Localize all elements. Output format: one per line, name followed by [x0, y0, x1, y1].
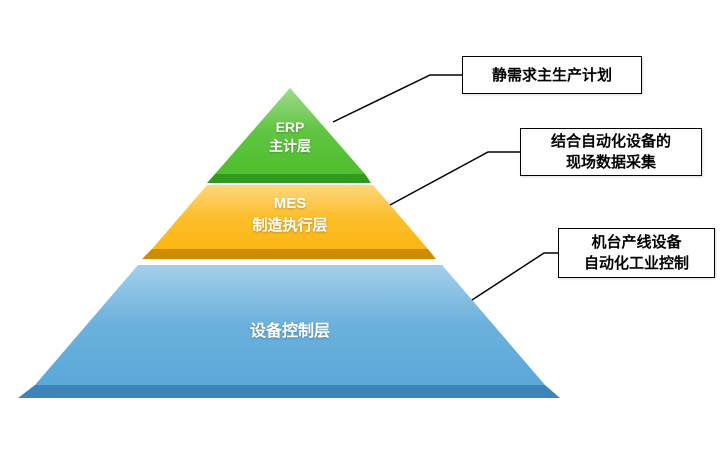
- mes-layer-shine: [152, 185, 428, 249]
- callout-box-device: 机台产线设备 自动化工业控制: [558, 228, 715, 278]
- callout-erp-line1: 静需求主生产计划: [491, 66, 612, 84]
- erp-layer-lip: [207, 174, 371, 183]
- callout-device-line2: 自动化工业控制: [583, 255, 689, 272]
- callout-mes-line2: 现场数据采集: [565, 154, 656, 171]
- mes-layer-lip: [142, 249, 436, 259]
- device-layer-lip: [18, 385, 560, 398]
- erp-layer-shine: [215, 88, 365, 174]
- callout-mes-line1: 结合自动化设备的: [550, 133, 671, 150]
- connector-line-device: [471, 252, 558, 301]
- connector-line-erp: [332, 74, 462, 123]
- callout-box-erp: 静需求主生产计划: [462, 56, 642, 94]
- callout-device-line1: 机台产线设备: [591, 234, 682, 251]
- device-layer-shine: [35, 265, 545, 385]
- connector-line-mes: [389, 151, 520, 206]
- callout-box-mes: 结合自动化设备的 现场数据采集: [520, 128, 702, 176]
